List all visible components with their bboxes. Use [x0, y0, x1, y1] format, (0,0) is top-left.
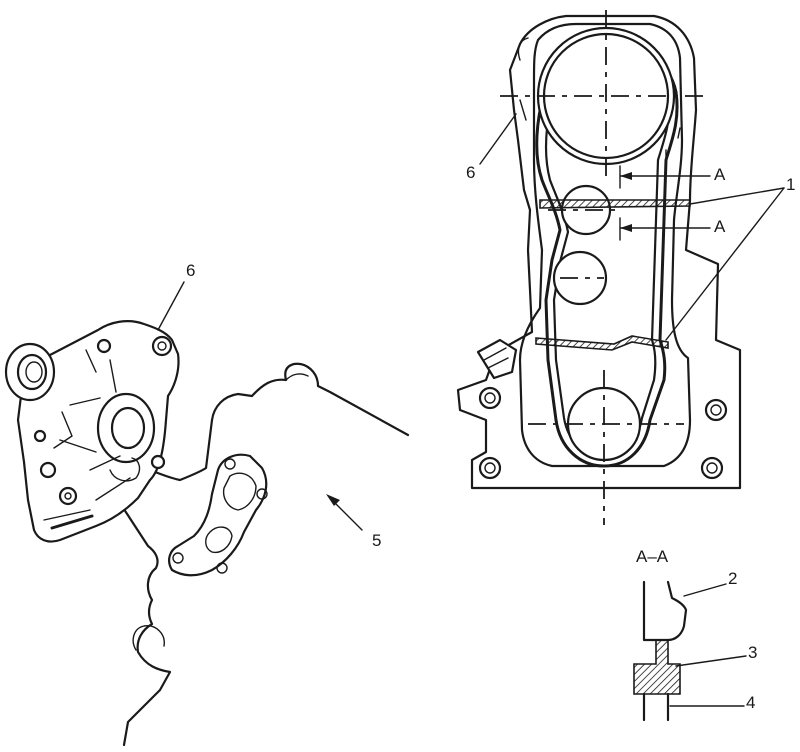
callout-5: 5 [372, 531, 381, 550]
callout-3: 3 [748, 643, 757, 662]
oil-seal [4, 342, 56, 402]
callout-2: 2 [728, 569, 737, 588]
water-pump-gasket [168, 453, 268, 577]
section-a-a-detail: A–A [633, 547, 688, 722]
section-marker-top: A [714, 165, 726, 184]
timing-cover-assembly [4, 320, 410, 747]
section-part-2 [642, 580, 688, 642]
callout-4: 4 [746, 693, 755, 712]
callout-6-belt: 6 [466, 163, 475, 182]
section-part-3 [633, 639, 681, 695]
callout-1: 1 [786, 175, 795, 194]
timing-belt-layout [456, 10, 742, 525]
cover-boss [96, 392, 156, 464]
belt-guide-lower [535, 335, 669, 351]
belt-guide-upper [539, 199, 691, 209]
arrow-5 [331, 499, 363, 531]
section-marker-bottom: A [714, 217, 726, 236]
section-title: A–A [636, 547, 669, 566]
section-part-4 [642, 692, 670, 722]
callout-6-cover: 6 [186, 261, 195, 280]
water-pump-pulley [552, 250, 608, 306]
